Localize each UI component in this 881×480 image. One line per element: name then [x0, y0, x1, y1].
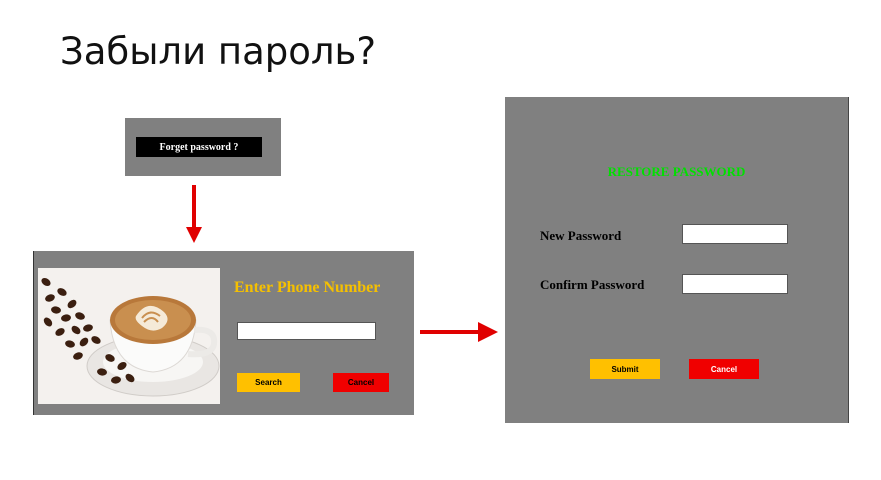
coffee-cup-image [38, 268, 220, 404]
forget-password-panel: Forget password ? [125, 118, 281, 176]
slide-title: Забыли пароль? [60, 30, 376, 73]
submit-button[interactable]: Submit [590, 359, 660, 379]
phone-form-title: Enter Phone Number [234, 279, 381, 296]
restore-password-title: RESTORE PASSWORD [607, 164, 746, 179]
cancel-button[interactable]: Cancel [333, 373, 389, 392]
new-password-label: New Password [540, 228, 622, 243]
confirm-password-field[interactable] [682, 274, 788, 294]
phone-number-input[interactable] [237, 322, 376, 340]
new-password-field[interactable] [682, 224, 788, 244]
search-button[interactable]: Search [237, 373, 300, 392]
arrow-right-icon [420, 322, 498, 342]
arrow-down-icon [186, 185, 202, 243]
phone-number-panel: Enter Phone Number Search Cancel [33, 251, 414, 415]
forget-password-button[interactable]: Forget password ? [136, 137, 262, 157]
confirm-password-label: Confirm Password [540, 277, 645, 292]
restore-cancel-button[interactable]: Cancel [689, 359, 759, 379]
restore-password-panel: RESTORE PASSWORD New Password Confirm Pa… [505, 97, 849, 423]
